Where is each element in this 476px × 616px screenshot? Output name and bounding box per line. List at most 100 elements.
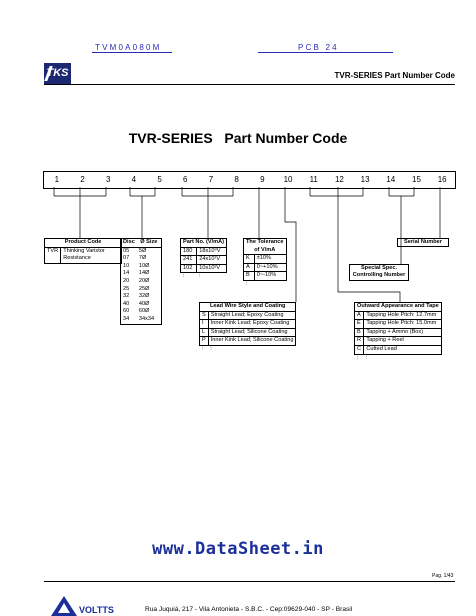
part_no-cell: 102 xyxy=(179,263,198,274)
disc-cell: 20 xyxy=(119,277,137,286)
position-box: 16 xyxy=(437,175,447,184)
tks-logo: TKS xyxy=(44,63,71,84)
outward-cell: Tapping + Reel xyxy=(363,336,442,346)
position-box: 9 xyxy=(260,175,265,184)
position-box: 5 xyxy=(157,175,162,184)
disc-cell: 14Ø xyxy=(136,270,162,278)
outward-cell: R xyxy=(353,336,365,346)
size-header: Ø Size xyxy=(136,238,162,248)
disc-cell: 25Ø xyxy=(136,285,162,294)
part_no-cell: : xyxy=(198,273,201,280)
outward-header: Outward Appearance and Tape xyxy=(354,302,442,312)
outward-cell: : xyxy=(356,354,359,361)
disc-cell: 7Ø xyxy=(136,255,162,263)
position-box: 14 xyxy=(386,175,396,184)
disc-cell: 25 xyxy=(119,285,137,294)
part_no-cell: : xyxy=(182,273,185,280)
tolerance-cell xyxy=(254,280,286,288)
lead_wire-cell: Straight Lead; Epoxy Coating xyxy=(207,310,297,321)
disc-cell: 14 xyxy=(119,270,137,278)
header-link-right[interactable]: PCB 24 xyxy=(298,43,339,52)
header-link-left[interactable]: TVM0A080M xyxy=(95,43,162,52)
disc-cell: 10 xyxy=(119,262,137,271)
tolerance-header: The Tolerance of V/mA xyxy=(243,237,287,256)
disc-cell: 07 xyxy=(119,255,137,263)
outward-cell: B xyxy=(353,327,365,338)
product-code-header: Product Code xyxy=(43,238,123,248)
voltts-logo-icon xyxy=(51,596,77,616)
table-row: TVR Thinking Varistor Resistance xyxy=(43,246,123,264)
disc-cell: 20Ø xyxy=(136,277,162,286)
part_no-cell: 18x10⁰V xyxy=(196,246,228,257)
product-code-description: Thinking Varistor Resistance xyxy=(60,246,123,264)
part_no-cell: 180 xyxy=(179,246,198,257)
position-box: 12 xyxy=(334,175,344,184)
lead_wire-cell: I xyxy=(199,319,209,329)
outward-cell: A xyxy=(353,310,365,321)
product-code-table: Product Code TVR Thinking Varistor Resis… xyxy=(43,238,123,264)
datasheet-watermark-link[interactable]: www.DataSheet.in xyxy=(152,539,324,559)
position-box: 13 xyxy=(360,175,370,184)
page-title: TVR-SERIES Part Number Code xyxy=(128,130,348,146)
tolerance-cell: 0~-10% xyxy=(253,271,287,281)
disc-cell: 40 xyxy=(119,300,137,309)
disc-cell: 32 xyxy=(119,293,137,301)
footer-address: Rua Juquiá, 217 - Vila Antonieta - S.B.C… xyxy=(145,606,353,613)
disc-cell: 32Ø xyxy=(136,293,162,301)
page-number: Pag. 1/43 xyxy=(432,573,454,579)
disc-header: Disc xyxy=(119,238,137,248)
position-box: 11 xyxy=(309,175,318,184)
outward-cell: Tapping + Ammo (Box) xyxy=(363,327,442,338)
lead_wire-cell: Inner Kink Lead; Epoxy Coating xyxy=(207,319,297,329)
position-box: 15 xyxy=(412,175,421,184)
outward-cell: E xyxy=(353,319,365,329)
lead_wire-cell: : xyxy=(201,345,204,352)
outward-cell: Cutted Lead xyxy=(363,344,442,355)
position-box: 6 xyxy=(183,175,188,184)
disc-cell: 34x34 xyxy=(136,315,162,325)
table-row: :: xyxy=(181,273,227,281)
disc-cell: 60 xyxy=(119,308,137,316)
position-box: 10 xyxy=(283,175,293,184)
table-row: : xyxy=(244,280,287,288)
disc-cell: 60Ø xyxy=(136,308,162,316)
part_no-cell: 24x10¹V xyxy=(196,255,228,265)
header-rule xyxy=(44,84,455,85)
footer-rule xyxy=(44,581,455,582)
disc-cell: 40Ø xyxy=(136,300,162,309)
part-no-header: Part No. (V/mA) xyxy=(179,238,228,248)
product-code-cell: TVR xyxy=(43,246,62,264)
lead-wire-header: Lead Wire Style and Coating xyxy=(198,302,297,312)
position-box: 8 xyxy=(234,175,239,184)
tolerance-cell: B xyxy=(243,271,255,281)
outward-cell: Tapping Hole Pitch: 12.7mm xyxy=(363,310,442,321)
table-row: :: xyxy=(355,354,442,362)
table-row: :: xyxy=(200,345,296,353)
tolerance-cell: 0~+10% xyxy=(253,262,287,273)
lead_wire-cell: Inner Kink Lead; Silicone Coating xyxy=(207,336,297,346)
lead_wire-cell: L xyxy=(199,327,209,338)
lead_wire-cell: Straight Lead; Silicone Coating xyxy=(207,327,297,338)
serial-number-label: Serial Number xyxy=(397,238,449,248)
